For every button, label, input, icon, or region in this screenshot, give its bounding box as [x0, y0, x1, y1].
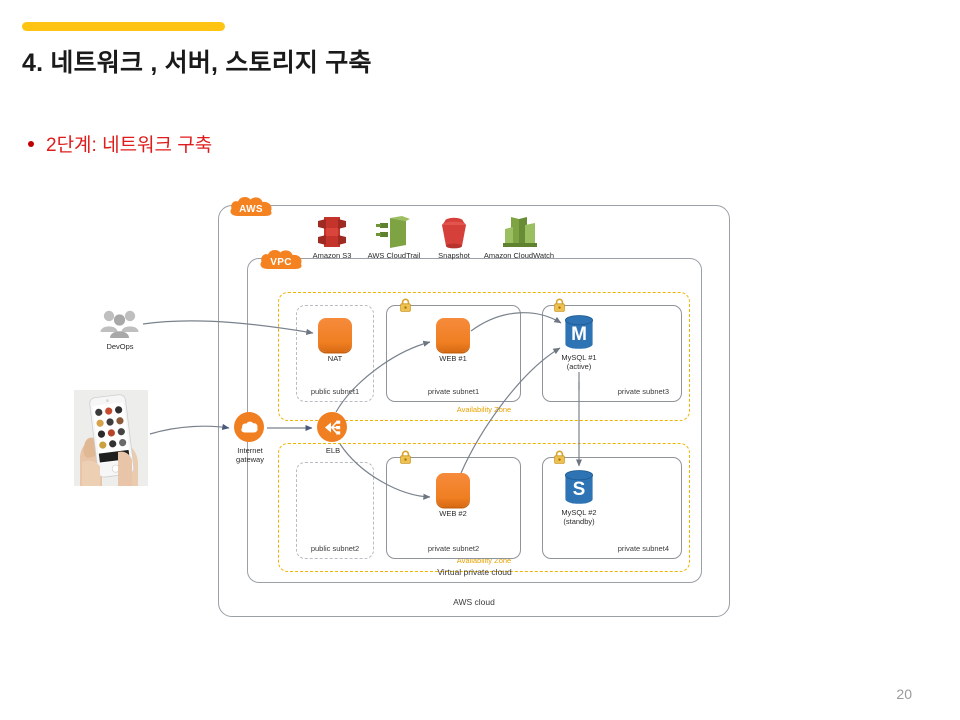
bullet-label: 2단계: 네트워크 구축	[46, 135, 213, 156]
elastic-load-balancer-icon	[317, 412, 347, 442]
subnet-public-subnet1: public subnet1	[296, 305, 374, 402]
gateway-label-line2: gateway	[236, 455, 264, 465]
subnet-private-subnet3: private subnet3	[542, 305, 682, 402]
subnet-private-subnet2: private subnet2	[386, 457, 521, 559]
subnet-label: public subnet1	[310, 387, 360, 396]
service-label: Amazon S3	[312, 251, 352, 260]
devops-label: DevOps	[106, 342, 134, 351]
availability-zone-top	[278, 292, 690, 421]
users-group-icon	[100, 310, 139, 338]
subnet-public-subnet2: public subnet2	[296, 462, 374, 559]
nat-label: NAT	[327, 354, 343, 363]
aws-cloud-tag-label: AWS	[239, 203, 263, 215]
vpc-container	[247, 258, 702, 583]
service-label: AWS CloudTrail	[367, 251, 421, 260]
gateway-label-line1: Internet	[237, 446, 263, 455]
service-aws-cloudtrail: AWS CloudTrail	[368, 215, 420, 263]
service-snapshot: Snapshot	[432, 215, 476, 263]
mysql1-label: MySQL #1 (active)	[561, 353, 596, 371]
subnet-label: private subnet3	[617, 387, 669, 396]
web-server-icon	[436, 318, 470, 352]
devops-users: DevOps	[98, 308, 142, 352]
s3-bucket-icon	[318, 217, 346, 247]
cloudwatch-icon	[503, 217, 537, 247]
bullet-dot-icon	[28, 141, 34, 147]
node-web2: WEB #2	[436, 473, 470, 518]
aws-cloud-container	[218, 205, 730, 617]
availability-zone-top-label: Availability Zone	[456, 405, 512, 414]
database-icon: M	[564, 315, 594, 349]
mysql2-name: MySQL #2	[561, 508, 597, 517]
internet-gateway: Internet gateway	[234, 412, 266, 464]
availability-zone-bottom-label: Availability Zone	[456, 556, 512, 565]
cloudtrail-icon	[376, 216, 410, 248]
service-amazon-s3: Amazon S3	[310, 215, 354, 263]
node-mysql2: S MySQL #2 (standby)	[561, 470, 597, 526]
padlock-icon	[553, 298, 566, 313]
web2-label: WEB #2	[439, 509, 467, 518]
service-label: Amazon CloudWatch	[483, 251, 555, 260]
padlock-icon	[553, 450, 566, 465]
database-glyph: M	[571, 324, 587, 345]
service-label: Snapshot	[438, 251, 470, 260]
nat-instance-icon	[318, 318, 352, 352]
internet-gateway-label: Internet gateway	[236, 446, 264, 464]
web1-label: WEB #1	[439, 354, 467, 363]
web-server-icon	[436, 473, 470, 507]
subnet-label: private subnet4	[617, 544, 669, 553]
vpc-cloud-tag-label: VPC	[270, 256, 292, 268]
aws-cloud-label: AWS cloud	[453, 597, 495, 607]
title-accent-bar	[22, 22, 225, 31]
subnet-private-subnet1: private subnet1	[386, 305, 521, 402]
elb-label: ELB	[325, 446, 341, 455]
vpc-label: Virtual private cloud	[437, 567, 512, 577]
page-title: 4. 네트워크 , 서버, 스토리지 구축	[22, 49, 372, 77]
mysql1-name: MySQL #1	[561, 353, 597, 362]
mysql1-state: (active)	[566, 362, 592, 372]
smartphone-photo	[74, 390, 148, 486]
page-number: 20	[896, 686, 912, 702]
padlock-icon	[399, 450, 412, 465]
subnet-label: private subnet1	[427, 387, 480, 396]
availability-zone-bottom	[278, 443, 690, 572]
node-web1: WEB #1	[436, 318, 470, 363]
subnet-label: private subnet2	[427, 544, 480, 553]
internet-gateway-cloud-icon	[234, 412, 264, 442]
subnet-private-subnet4: private subnet4	[542, 457, 682, 559]
database-icon: S	[564, 470, 594, 504]
padlock-icon	[399, 298, 412, 313]
mysql2-state: (standby)	[563, 517, 595, 527]
node-mysql1: M MySQL #1 (active)	[561, 315, 597, 371]
snapshot-bucket-icon	[442, 217, 466, 249]
aws-cloud-tag: AWS	[228, 195, 274, 221]
elastic-load-balancer: ELB	[317, 412, 349, 455]
database-glyph: S	[573, 479, 586, 500]
node-nat: NAT	[318, 318, 352, 363]
mysql2-label: MySQL #2 (standby)	[561, 508, 596, 526]
subnet-label: public subnet2	[310, 544, 360, 553]
bullet-item: 2단계: 네트워크 구축	[28, 130, 212, 157]
service-amazon-cloudwatch: Amazon CloudWatch	[484, 215, 554, 263]
vpc-cloud-tag: VPC	[258, 248, 304, 274]
